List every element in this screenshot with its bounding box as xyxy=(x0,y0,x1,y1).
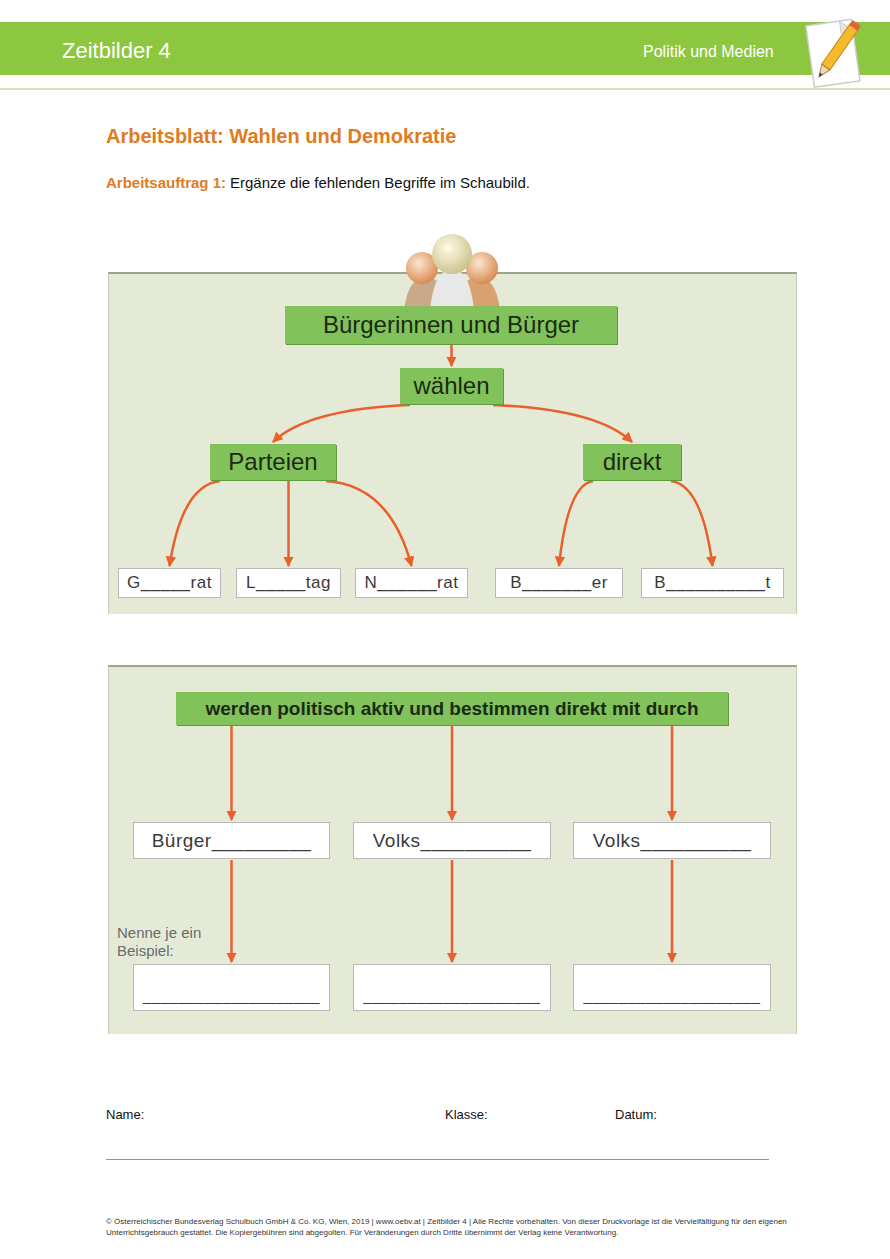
arrow-connector xyxy=(287,481,290,566)
blank-box: B__________t xyxy=(641,568,784,598)
node-text: direkt xyxy=(603,448,662,476)
node-text: ____________________ xyxy=(364,987,541,1004)
node-text: L_____tag xyxy=(246,573,331,593)
arrow-connector xyxy=(326,481,412,566)
people-illustration xyxy=(396,230,508,310)
worksheet-title: Arbeitsblatt: Wahlen und Demokratie xyxy=(106,125,456,148)
arrow-connector xyxy=(451,726,454,820)
arrow-connector xyxy=(451,860,454,962)
blank-box: Volks__________ xyxy=(353,822,551,859)
form-field: Klasse: xyxy=(445,1107,488,1122)
node-text: N______rat xyxy=(365,573,459,593)
blank-box: B_______er xyxy=(495,568,623,598)
pencil-icon xyxy=(800,14,870,94)
node-text: Volks__________ xyxy=(593,830,752,852)
blank-box: Bürger_________ xyxy=(133,822,330,859)
header-subject: Politik und Medien xyxy=(643,43,774,61)
process-box: wählen xyxy=(400,368,503,404)
arrow-connector xyxy=(559,481,593,566)
party-box: Parteien xyxy=(210,444,336,480)
arrow-connector xyxy=(493,405,632,442)
arrow-connector xyxy=(450,345,453,366)
node-text: Volks__________ xyxy=(373,830,532,852)
node-text: wählen xyxy=(413,372,489,400)
header-rule xyxy=(0,88,890,90)
blank-box: N______rat xyxy=(355,568,468,598)
node-text: G_____rat xyxy=(127,573,212,593)
answer-box: ____________________ xyxy=(133,964,330,1011)
arrow-connector xyxy=(671,860,674,962)
node-text: ____________________ xyxy=(584,987,761,1004)
heading-band: werden politisch aktiv und bestimmen dir… xyxy=(176,692,728,725)
direct-box: direkt xyxy=(583,444,681,480)
hint-text: Nenne je ein Beispiel: xyxy=(117,924,207,960)
form-field: Datum: xyxy=(615,1107,657,1122)
arrow-connector xyxy=(273,405,410,442)
blank-box: Volks__________ xyxy=(573,822,771,859)
node-text: B_______er xyxy=(510,573,608,593)
answer-box: ____________________ xyxy=(353,964,551,1011)
form-field: Name: xyxy=(106,1107,144,1122)
arrow-connector xyxy=(671,726,674,820)
node-text: Bürgerinnen und Bürger xyxy=(323,311,579,339)
blank-box: G_____rat xyxy=(118,568,221,598)
answer-box: ____________________ xyxy=(573,964,771,1011)
copyright-note: © Österreichischer Bundesverlag Schulbuc… xyxy=(106,1216,796,1238)
task-label: Arbeitsauftrag 1: xyxy=(106,174,226,191)
arrow-connector xyxy=(671,481,713,566)
footer-rule xyxy=(106,1159,769,1160)
node-text: werden politisch aktiv und bestimmen dir… xyxy=(205,698,698,720)
arrow-connector xyxy=(170,481,221,566)
node-text: Bürger_________ xyxy=(152,830,312,852)
arrow-connector xyxy=(230,860,233,962)
node-text: ____________________ xyxy=(143,987,320,1004)
node-text: B__________t xyxy=(654,573,771,593)
voter-box: Bürgerinnen und Bürger xyxy=(285,306,617,344)
header-title: Zeitbilder 4 xyxy=(62,38,171,64)
arrow-connector xyxy=(230,726,233,820)
blank-box: L_____tag xyxy=(236,568,341,598)
task-text: Ergänze die fehlenden Begriffe im Schaub… xyxy=(230,174,530,191)
node-text: Parteien xyxy=(228,448,317,476)
